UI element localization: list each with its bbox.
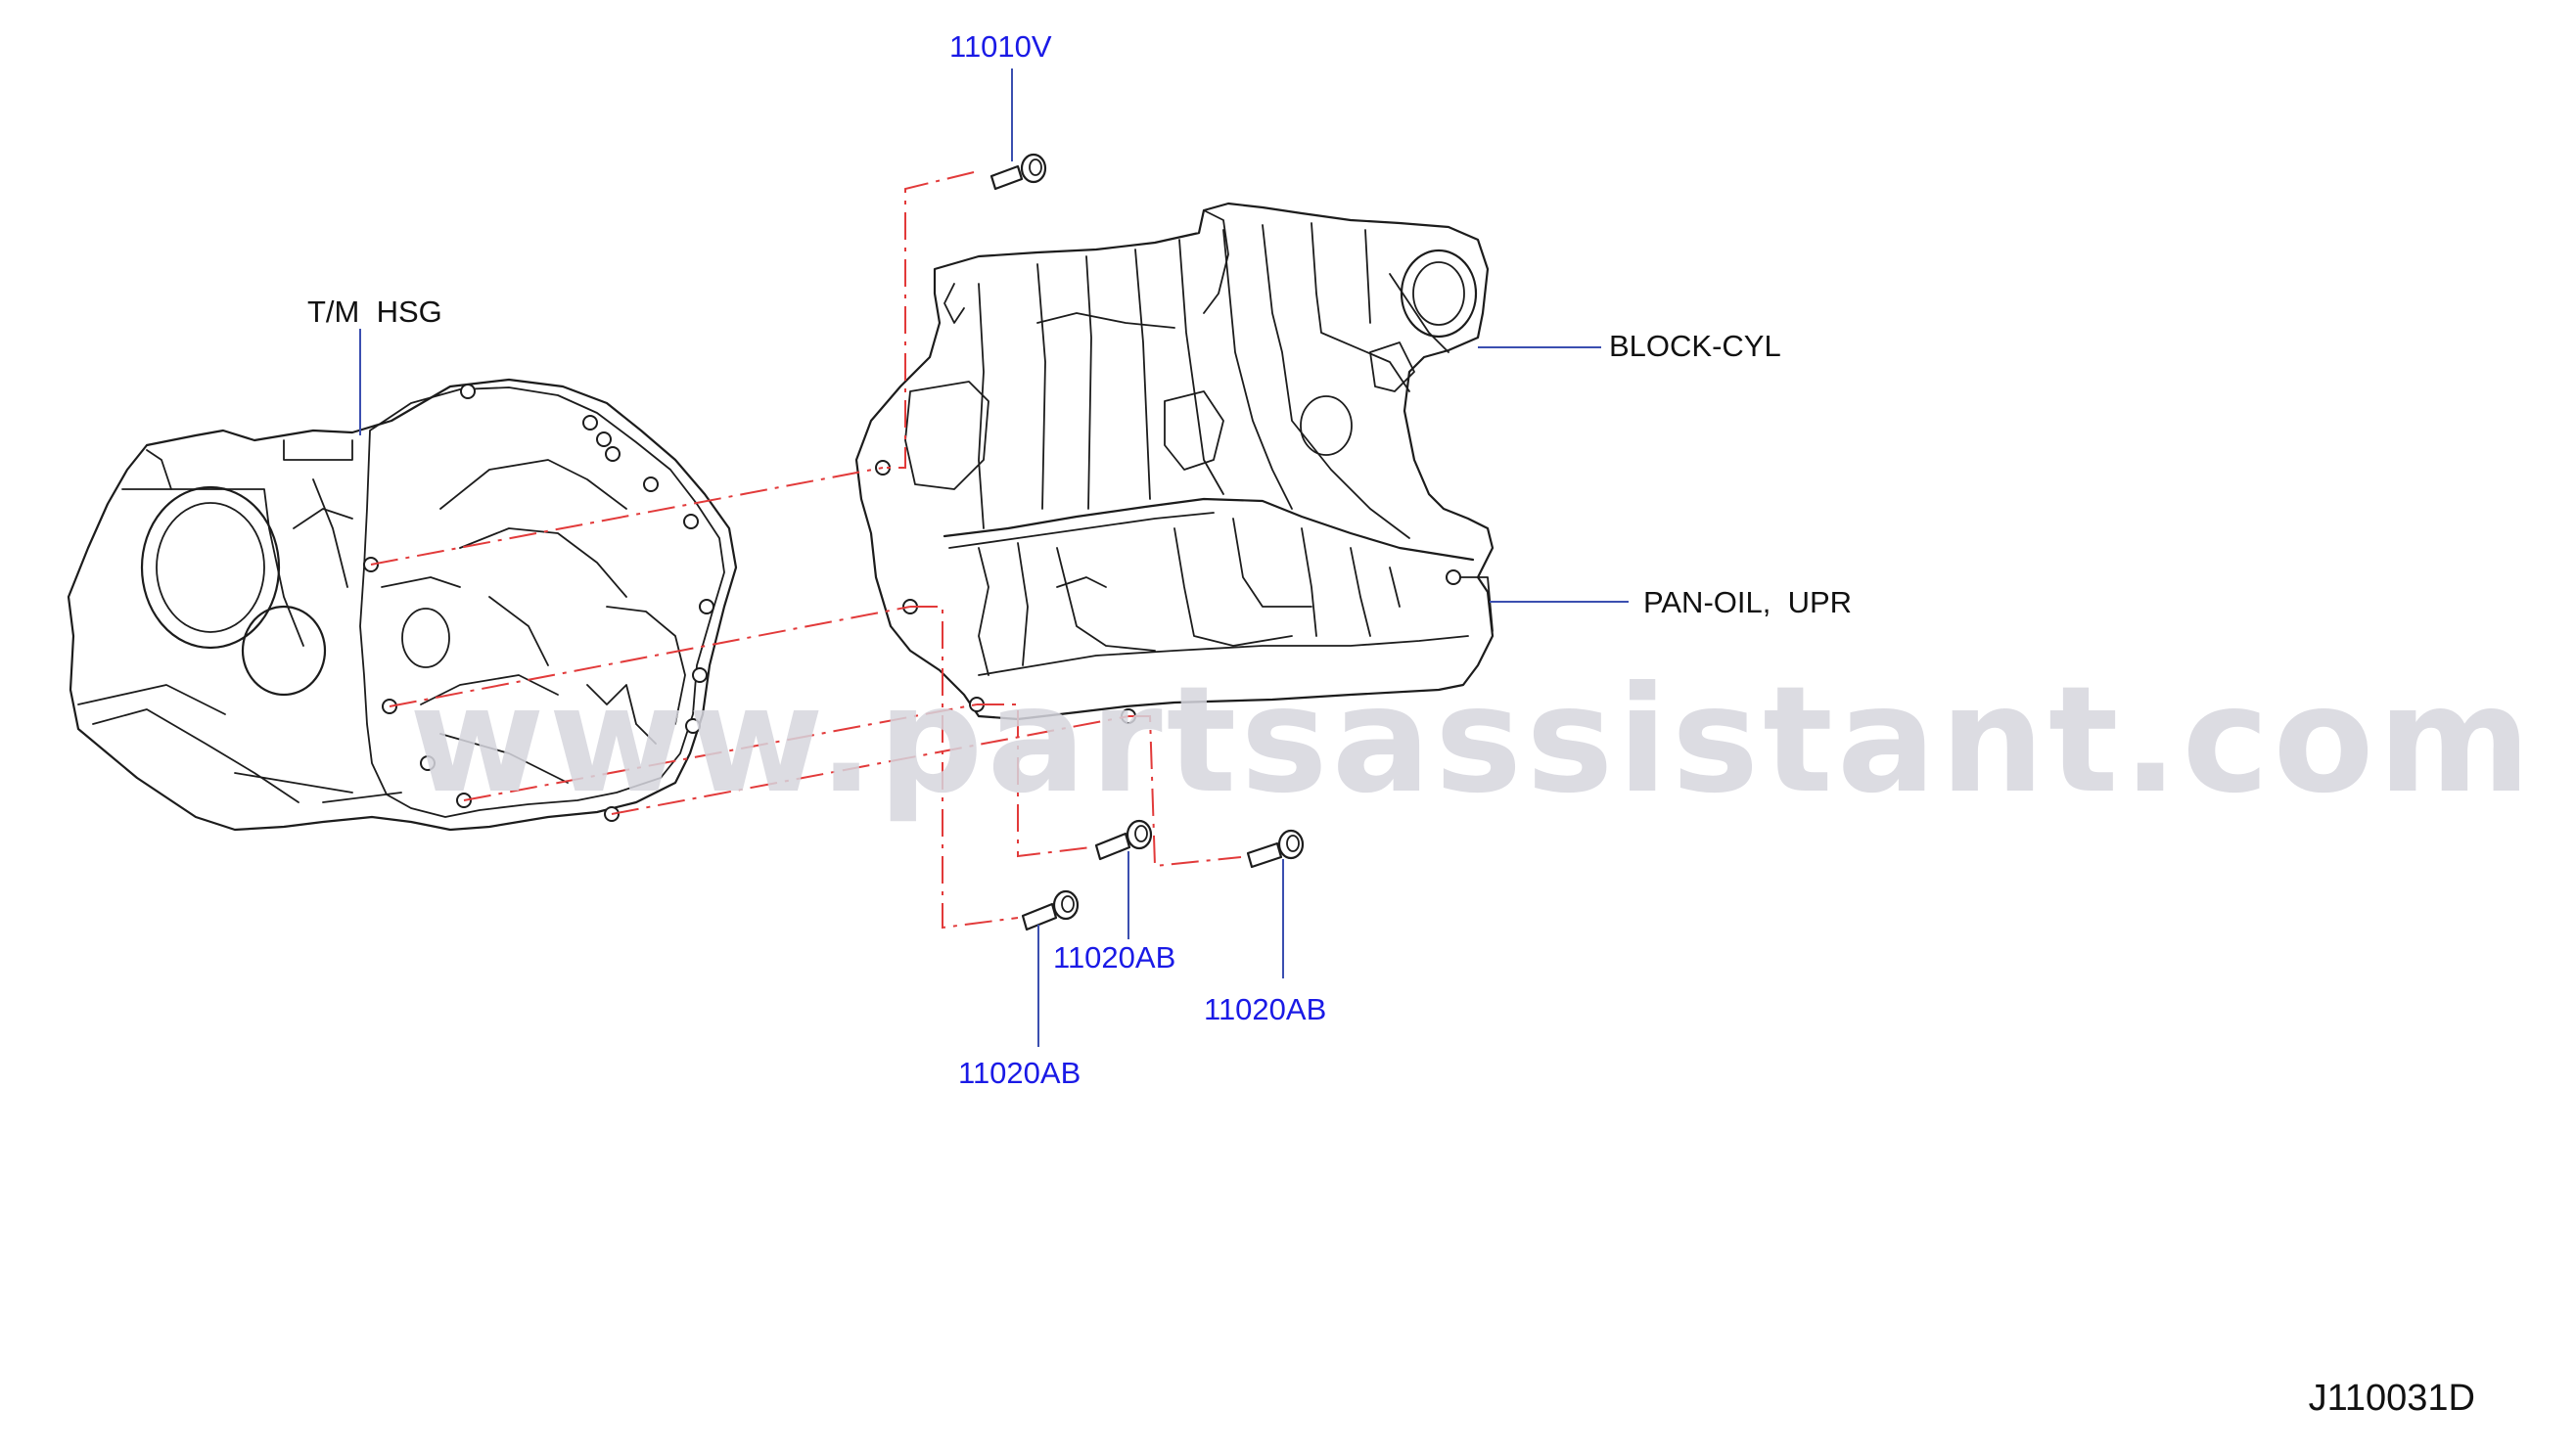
part-number-11020ab-label-right[interactable]: 11020AB — [1204, 992, 1327, 1026]
part-number-11020ab-label-lower[interactable]: 11020AB — [958, 1056, 1081, 1090]
bolt-11010v[interactable] — [989, 153, 1047, 191]
leader-lines — [359, 68, 1629, 1047]
pan-oil-upr-label[interactable]: PAN-OIL, UPR — [1643, 585, 1853, 619]
watermark-text: www.partsassistant.com — [409, 656, 2535, 826]
part-number-11020ab-label-upper[interactable]: 11020AB — [1053, 940, 1176, 975]
alignment-phantom-lines — [370, 171, 1242, 930]
diagram-code: J110031D — [2308, 1378, 2475, 1419]
part-number-11010v-label[interactable]: 11010V — [949, 29, 1052, 64]
tm-hsg-label[interactable]: T/M HSG — [307, 295, 442, 329]
cylinder-block[interactable] — [854, 202, 1495, 724]
bolt-11020ab-right[interactable] — [1246, 829, 1305, 869]
block-cyl-label[interactable]: BLOCK-CYL — [1609, 329, 1781, 363]
transmission-housing[interactable] — [67, 378, 738, 832]
bolt-11020ab-lower[interactable] — [1021, 889, 1080, 931]
bolt-11020ab-upper[interactable] — [1094, 819, 1153, 861]
